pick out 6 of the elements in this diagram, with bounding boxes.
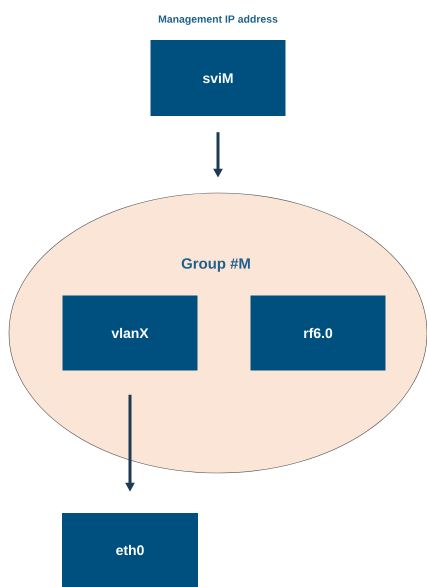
interface-box: vlanX <box>62 296 198 370</box>
interface-box: rf6.0 <box>250 296 386 370</box>
box-heading: Management IP address <box>158 15 278 25</box>
group-title: Group #M <box>182 258 250 272</box>
interface-box: sviM <box>150 40 286 116</box>
interface-box: eth0 <box>62 513 198 587</box>
